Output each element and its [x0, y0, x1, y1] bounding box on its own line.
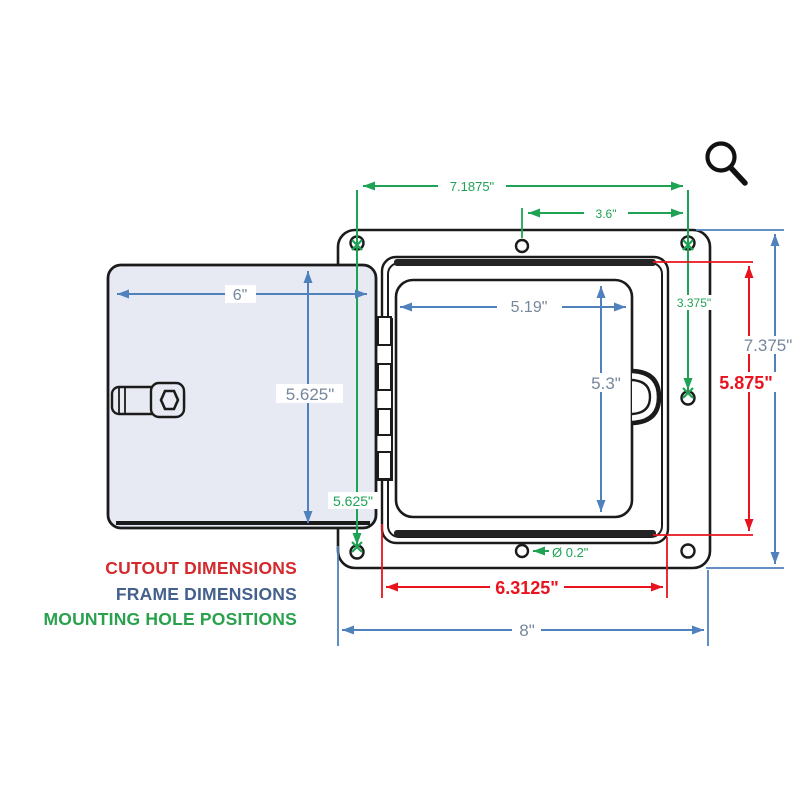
dim-frame-overall-height-label: 7.375" — [744, 336, 793, 355]
mounting-hole-bottom-center — [514, 543, 530, 559]
legend-cutout-dimensions: CUTOUT DIMENSIONS — [105, 558, 297, 578]
hinge-knuckle — [377, 451, 392, 480]
dim-mounting-top-width-label: 7.1875" — [450, 179, 495, 194]
hinge-knuckle — [377, 408, 392, 436]
dim-door-width-label: 6" — [233, 287, 248, 304]
latch-recess — [631, 368, 662, 426]
dim-mounting-left-height-label: 5.625" — [333, 493, 373, 509]
hex-nut — [159, 389, 180, 411]
dim-mounting-top-inner-label: 3.6" — [596, 207, 617, 221]
frame-top-lip — [394, 259, 656, 266]
legend-frame-dimensions: FRAME DIMENSIONS — [115, 583, 297, 604]
hinge-knuckle — [377, 316, 392, 346]
dim-frame-overall-width-label: 8" — [519, 621, 535, 640]
hinge-knuckle — [377, 363, 392, 391]
frame-bottom-lip — [394, 530, 656, 537]
legend: CUTOUT DIMENSIONS FRAME DIMENSIONS MOUNT… — [0, 556, 297, 633]
dim-door-height-label: 5.625" — [286, 385, 335, 404]
dim-cutout-height-label: 5.875" — [719, 373, 773, 393]
dimension-labels: 7.1875" 3.6" 5.625" 3.375" Ø 0.2" 6" 5.6… — [225, 178, 800, 640]
dim-mounting-right-spacing-label: 3.375" — [677, 296, 711, 310]
door-latch-handle — [110, 381, 186, 419]
dim-opening-height-label: 5.3" — [591, 374, 621, 393]
hole-x-markers — [351, 239, 694, 553]
mounting-hole-top-center — [514, 238, 530, 254]
legend-mounting-positions: MOUNTING HOLE POSITIONS — [43, 609, 297, 629]
mounting-hole-bottom-right — [680, 543, 696, 559]
zoom-icon[interactable] — [705, 141, 748, 186]
dim-opening-width-label: 5.19" — [511, 299, 548, 316]
dim-cutout-width-label: 6.3125" — [495, 578, 559, 598]
dim-hole-diameter-label: Ø 0.2" — [552, 545, 589, 560]
